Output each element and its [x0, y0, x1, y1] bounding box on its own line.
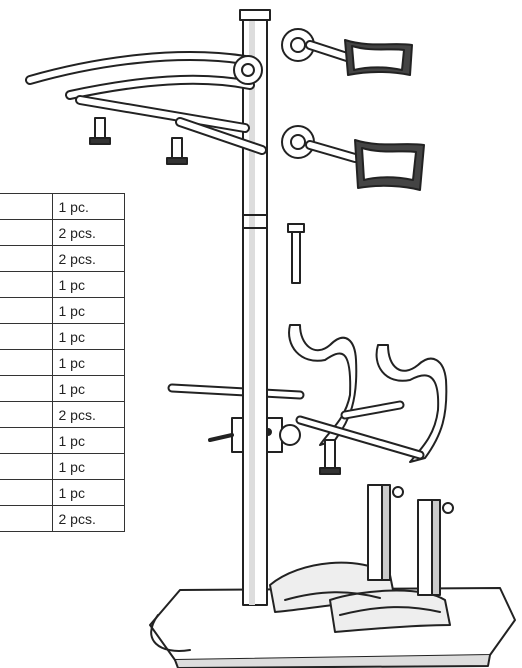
- table-row: 2 pcs.: [0, 505, 125, 532]
- adjustment-pin: [287, 223, 305, 284]
- part-quantity-cell: 1 pc: [51, 349, 125, 376]
- part-quantity-cell: 1 pc: [51, 453, 125, 480]
- upper-arm-frame: [25, 51, 267, 165]
- part-name-cell: [0, 375, 53, 402]
- main-column: [239, 9, 271, 606]
- part-quantity-cell: 1 pc: [51, 427, 125, 454]
- part-name-cell: [0, 193, 53, 220]
- part-name-cell: [0, 349, 53, 376]
- part-quantity-cell: 2 pcs.: [51, 401, 125, 428]
- middle-crossbars: [167, 383, 425, 475]
- part-name-cell: [0, 505, 53, 532]
- parts-quantity-table: 1 pc. 2 pcs. 2 pcs. 1 pc 1 pc 1 pc 1 pc …: [0, 193, 125, 532]
- part-name-cell: [0, 427, 53, 454]
- part-quantity-cell: 2 pcs.: [51, 505, 125, 532]
- table-row: 1 pc: [0, 271, 125, 298]
- table-row: 2 pcs.: [0, 245, 125, 272]
- hand-grips: [281, 28, 425, 191]
- part-quantity-cell: 1 pc: [51, 323, 125, 350]
- table-row: 2 pcs.: [0, 401, 125, 428]
- table-row: 1 pc: [0, 453, 125, 480]
- table-row: 1 pc.: [0, 193, 125, 220]
- part-name-cell: [0, 323, 53, 350]
- part-quantity-cell: 2 pcs.: [51, 219, 125, 246]
- part-quantity-cell: 1 pc.: [51, 193, 125, 220]
- knee-brackets: [367, 484, 454, 596]
- part-name-cell: [0, 297, 53, 324]
- part-quantity-cell: 2 pcs.: [51, 245, 125, 272]
- table-row: 2 pcs.: [0, 219, 125, 246]
- part-name-cell: [0, 245, 53, 272]
- table-row: 1 pc: [0, 479, 125, 506]
- part-name-cell: [0, 401, 53, 428]
- part-quantity-cell: 1 pc: [51, 479, 125, 506]
- part-quantity-cell: 1 pc: [51, 297, 125, 324]
- table-row: 1 pc: [0, 349, 125, 376]
- table-row: 1 pc: [0, 375, 125, 402]
- table-row: 1 pc: [0, 297, 125, 324]
- part-name-cell: [0, 453, 53, 480]
- foot-rests: [269, 561, 451, 633]
- table-row: 1 pc: [0, 323, 125, 350]
- part-name-cell: [0, 479, 53, 506]
- part-quantity-cell: 1 pc: [51, 271, 125, 298]
- part-name-cell: [0, 219, 53, 246]
- part-quantity-cell: 1 pc: [51, 375, 125, 402]
- part-name-cell: [0, 271, 53, 298]
- table-row: 1 pc: [0, 427, 125, 454]
